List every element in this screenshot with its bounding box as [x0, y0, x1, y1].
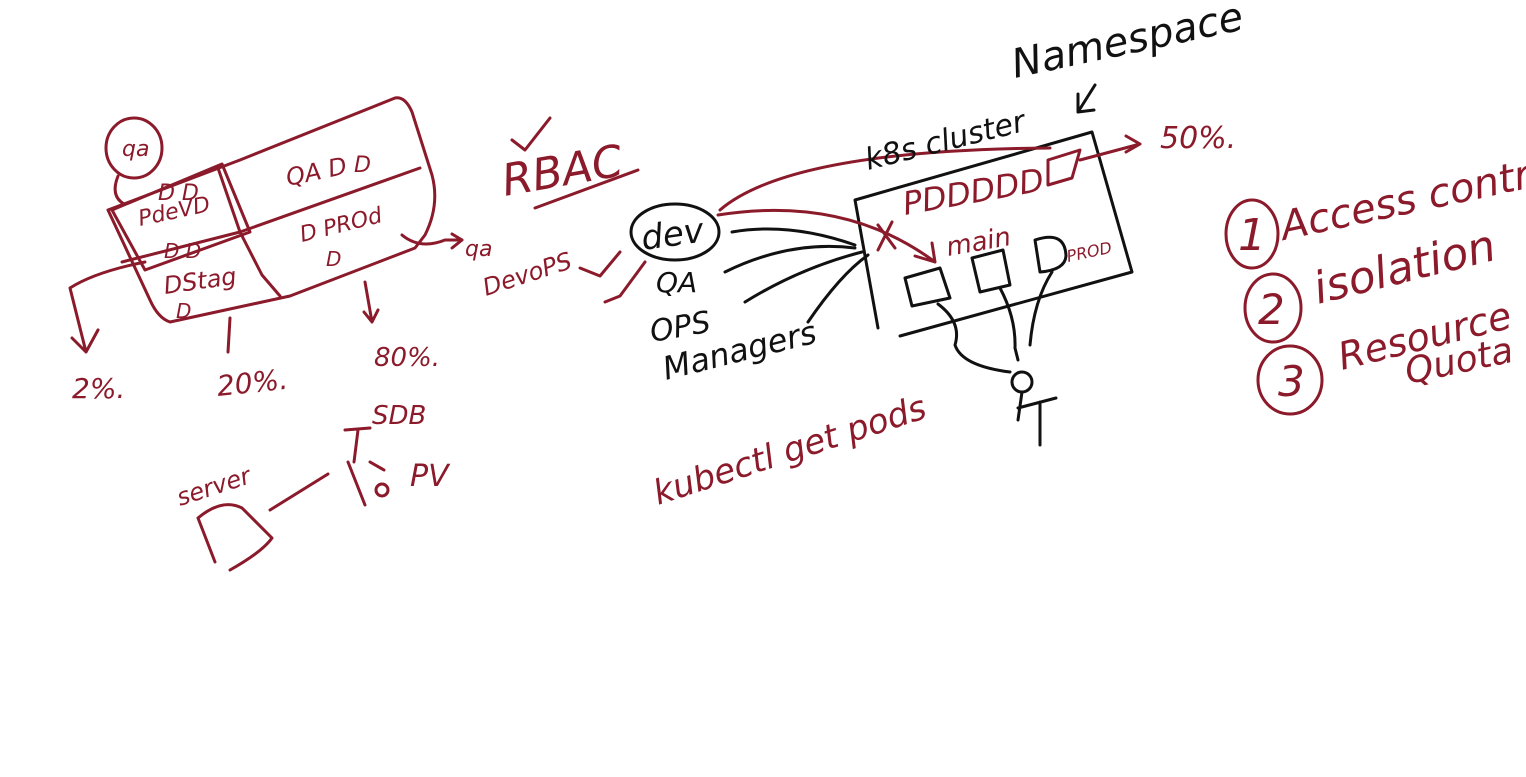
point-2-circle	[1243, 272, 1303, 344]
cluster-x-mark	[876, 220, 897, 252]
env-dev-boxes-bottom: D D	[164, 239, 201, 263]
dev-to-cluster-arrow	[718, 146, 1052, 212]
devops-tick-2	[603, 260, 647, 304]
env-outer-box	[106, 96, 437, 324]
dev-user-circle	[629, 202, 721, 262]
environments-text: qa D D PdeVD D D QA D D DStag D D PROd D…	[72, 137, 575, 512]
cluster-text: Namespace k8s cluster 50%. dev QA OPS Ma…	[639, 0, 1248, 514]
env-dev-boxes: D D	[158, 181, 199, 206]
user-icon-head	[1010, 370, 1034, 394]
dev-inner-box	[110, 162, 252, 272]
rbac-marks	[510, 116, 647, 304]
env-stag-label: DStag	[162, 262, 238, 300]
prod-to-user	[1028, 270, 1054, 347]
ns-box-prod	[1033, 235, 1068, 274]
k8s-cluster	[629, 83, 1134, 447]
qa-top-connector	[113, 174, 126, 206]
ns-box-1	[903, 266, 952, 308]
line-ops	[743, 250, 864, 304]
env-qa-box: D	[354, 153, 371, 178]
ns-main-label: main	[944, 222, 1013, 263]
pods-row: PDDDDD	[900, 161, 1047, 223]
dev-to-main-arrow	[716, 208, 937, 264]
persona-devops-icon: qa	[465, 237, 492, 262]
pct-prod: 80%.	[374, 343, 440, 373]
devops-tick-1	[578, 250, 622, 278]
pct-dev: 2%.	[72, 372, 125, 405]
arrow-dev-down	[68, 260, 147, 354]
env-vertical-divider	[216, 166, 282, 298]
point-2-num: 2	[1258, 285, 1285, 334]
cluster-red-marks	[716, 134, 1142, 264]
server-shape	[196, 503, 274, 572]
rbac-underline	[533, 168, 640, 210]
env-prod-box: D	[326, 247, 341, 271]
pct-cluster: 50%.	[1160, 121, 1236, 156]
box2-to-user	[998, 286, 1020, 362]
persona-qa-top: qa	[122, 137, 149, 162]
points-list	[1224, 198, 1324, 416]
pv-label: PV	[410, 459, 451, 494]
storage-knob	[374, 482, 390, 498]
storage-label: SDB	[372, 401, 426, 431]
persona-devops-label: DevoPS	[479, 247, 575, 302]
server-to-storage-line	[268, 472, 330, 512]
arrow-prod-right	[400, 232, 464, 250]
namespace-label: Namespace	[1008, 0, 1248, 88]
stag-tick	[226, 316, 232, 354]
pct-stag: 20%.	[215, 363, 289, 403]
user-icon-body	[1016, 390, 1058, 447]
env-prod-label: D PROd	[297, 203, 385, 248]
server-label: server	[173, 461, 256, 512]
user-qa: QA	[656, 266, 697, 299]
env-stag-box: D	[176, 299, 191, 323]
line-managers	[806, 253, 870, 324]
box1-to-user	[936, 302, 1012, 374]
point-3-num: 3	[1278, 357, 1305, 406]
ns-box-2	[970, 248, 1012, 294]
point-1-circle	[1224, 198, 1280, 270]
command-label: kubectl get pods	[648, 388, 931, 514]
qa-top-circle	[104, 116, 164, 180]
namespace-arrow	[1076, 83, 1097, 114]
point-1-num: 1	[1238, 210, 1266, 261]
environments-diagram	[68, 96, 464, 572]
line-qa	[723, 244, 857, 274]
user-dev: dev	[639, 210, 707, 258]
storage-bracket	[343, 426, 386, 507]
point-3-circle	[1256, 344, 1324, 416]
ns-prod-label: PROD	[1065, 238, 1114, 266]
env-qa-label: QA D	[283, 152, 349, 192]
rbac-check	[510, 116, 552, 152]
line-dev	[730, 227, 857, 247]
cluster-50-arrow	[1046, 134, 1142, 187]
rbac-label: RBAC	[498, 135, 627, 206]
arrow-prod-down	[362, 280, 380, 324]
